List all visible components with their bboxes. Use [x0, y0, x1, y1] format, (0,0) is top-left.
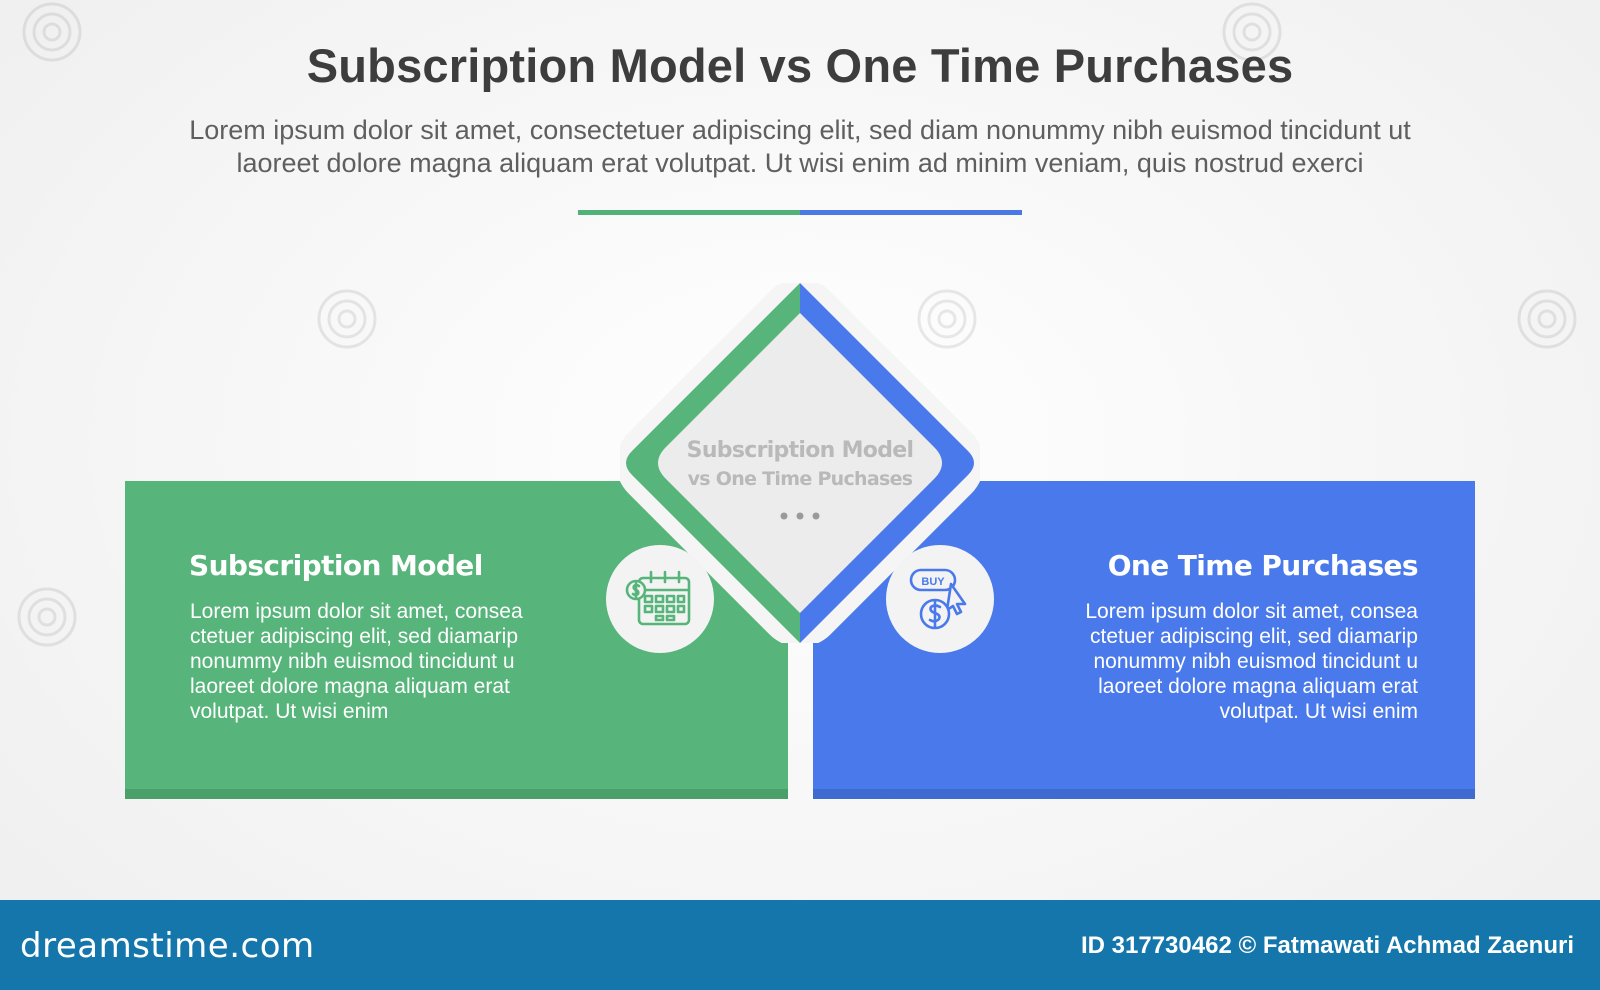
subscription-panel-title: Subscription Model — [189, 549, 483, 582]
center-diamond — [620, 283, 980, 643]
description-line-2: laoreet dolore magna aliquam erat volutp… — [236, 148, 1364, 178]
footer-bar: dreamstime.com ID 317730462 © Fatmawati … — [0, 900, 1600, 990]
subscription-icon-badge — [606, 545, 714, 653]
page-description: Lorem ipsum dolor sit amet, consectetuer… — [110, 114, 1490, 180]
one-time-panel-title: One Time Purchases — [1107, 549, 1419, 582]
center-line-1: Subscription Model — [686, 438, 914, 463]
watermark-icon — [22, 2, 82, 62]
buy-button-coin-icon: BUY — [909, 568, 967, 630]
center-caption: Subscription Model vs One Time Puchases — [640, 436, 960, 492]
footer-brand: dreamstime.com — [20, 926, 315, 966]
watermark-icon — [317, 289, 377, 349]
description-line-1: Lorem ipsum dolor sit amet, consectetuer… — [189, 115, 1411, 145]
one-time-icon-badge: BUY — [886, 545, 994, 653]
watermark-icon — [917, 289, 977, 349]
title-divider-green — [578, 210, 800, 215]
buy-label: BUY — [921, 576, 945, 588]
page-title: Subscription Model vs One Time Purchases — [306, 39, 1294, 92]
subscription-panel: Subscription Model Lorem ipsum dolor sit… — [125, 481, 788, 799]
center-line-2: vs One Time Puchases — [687, 468, 914, 490]
diamond-inner — [658, 313, 942, 613]
watermark-icon — [1517, 289, 1577, 349]
footer-credit: ID 317730462 © Fatmawati Achmad Zaenuri — [1081, 932, 1574, 959]
calendar-dollar-icon — [625, 570, 691, 626]
subscription-panel-body: Lorem ipsum dolor sit amet, consea ctetu… — [190, 600, 523, 723]
ellipsis-icon — [780, 512, 820, 520]
watermark-icon — [17, 587, 77, 647]
one-time-panel-body: Lorem ipsum dolor sit amet, consea ctetu… — [1085, 600, 1418, 723]
title-divider-blue — [800, 210, 1022, 215]
watermark-icon — [1222, 2, 1282, 62]
